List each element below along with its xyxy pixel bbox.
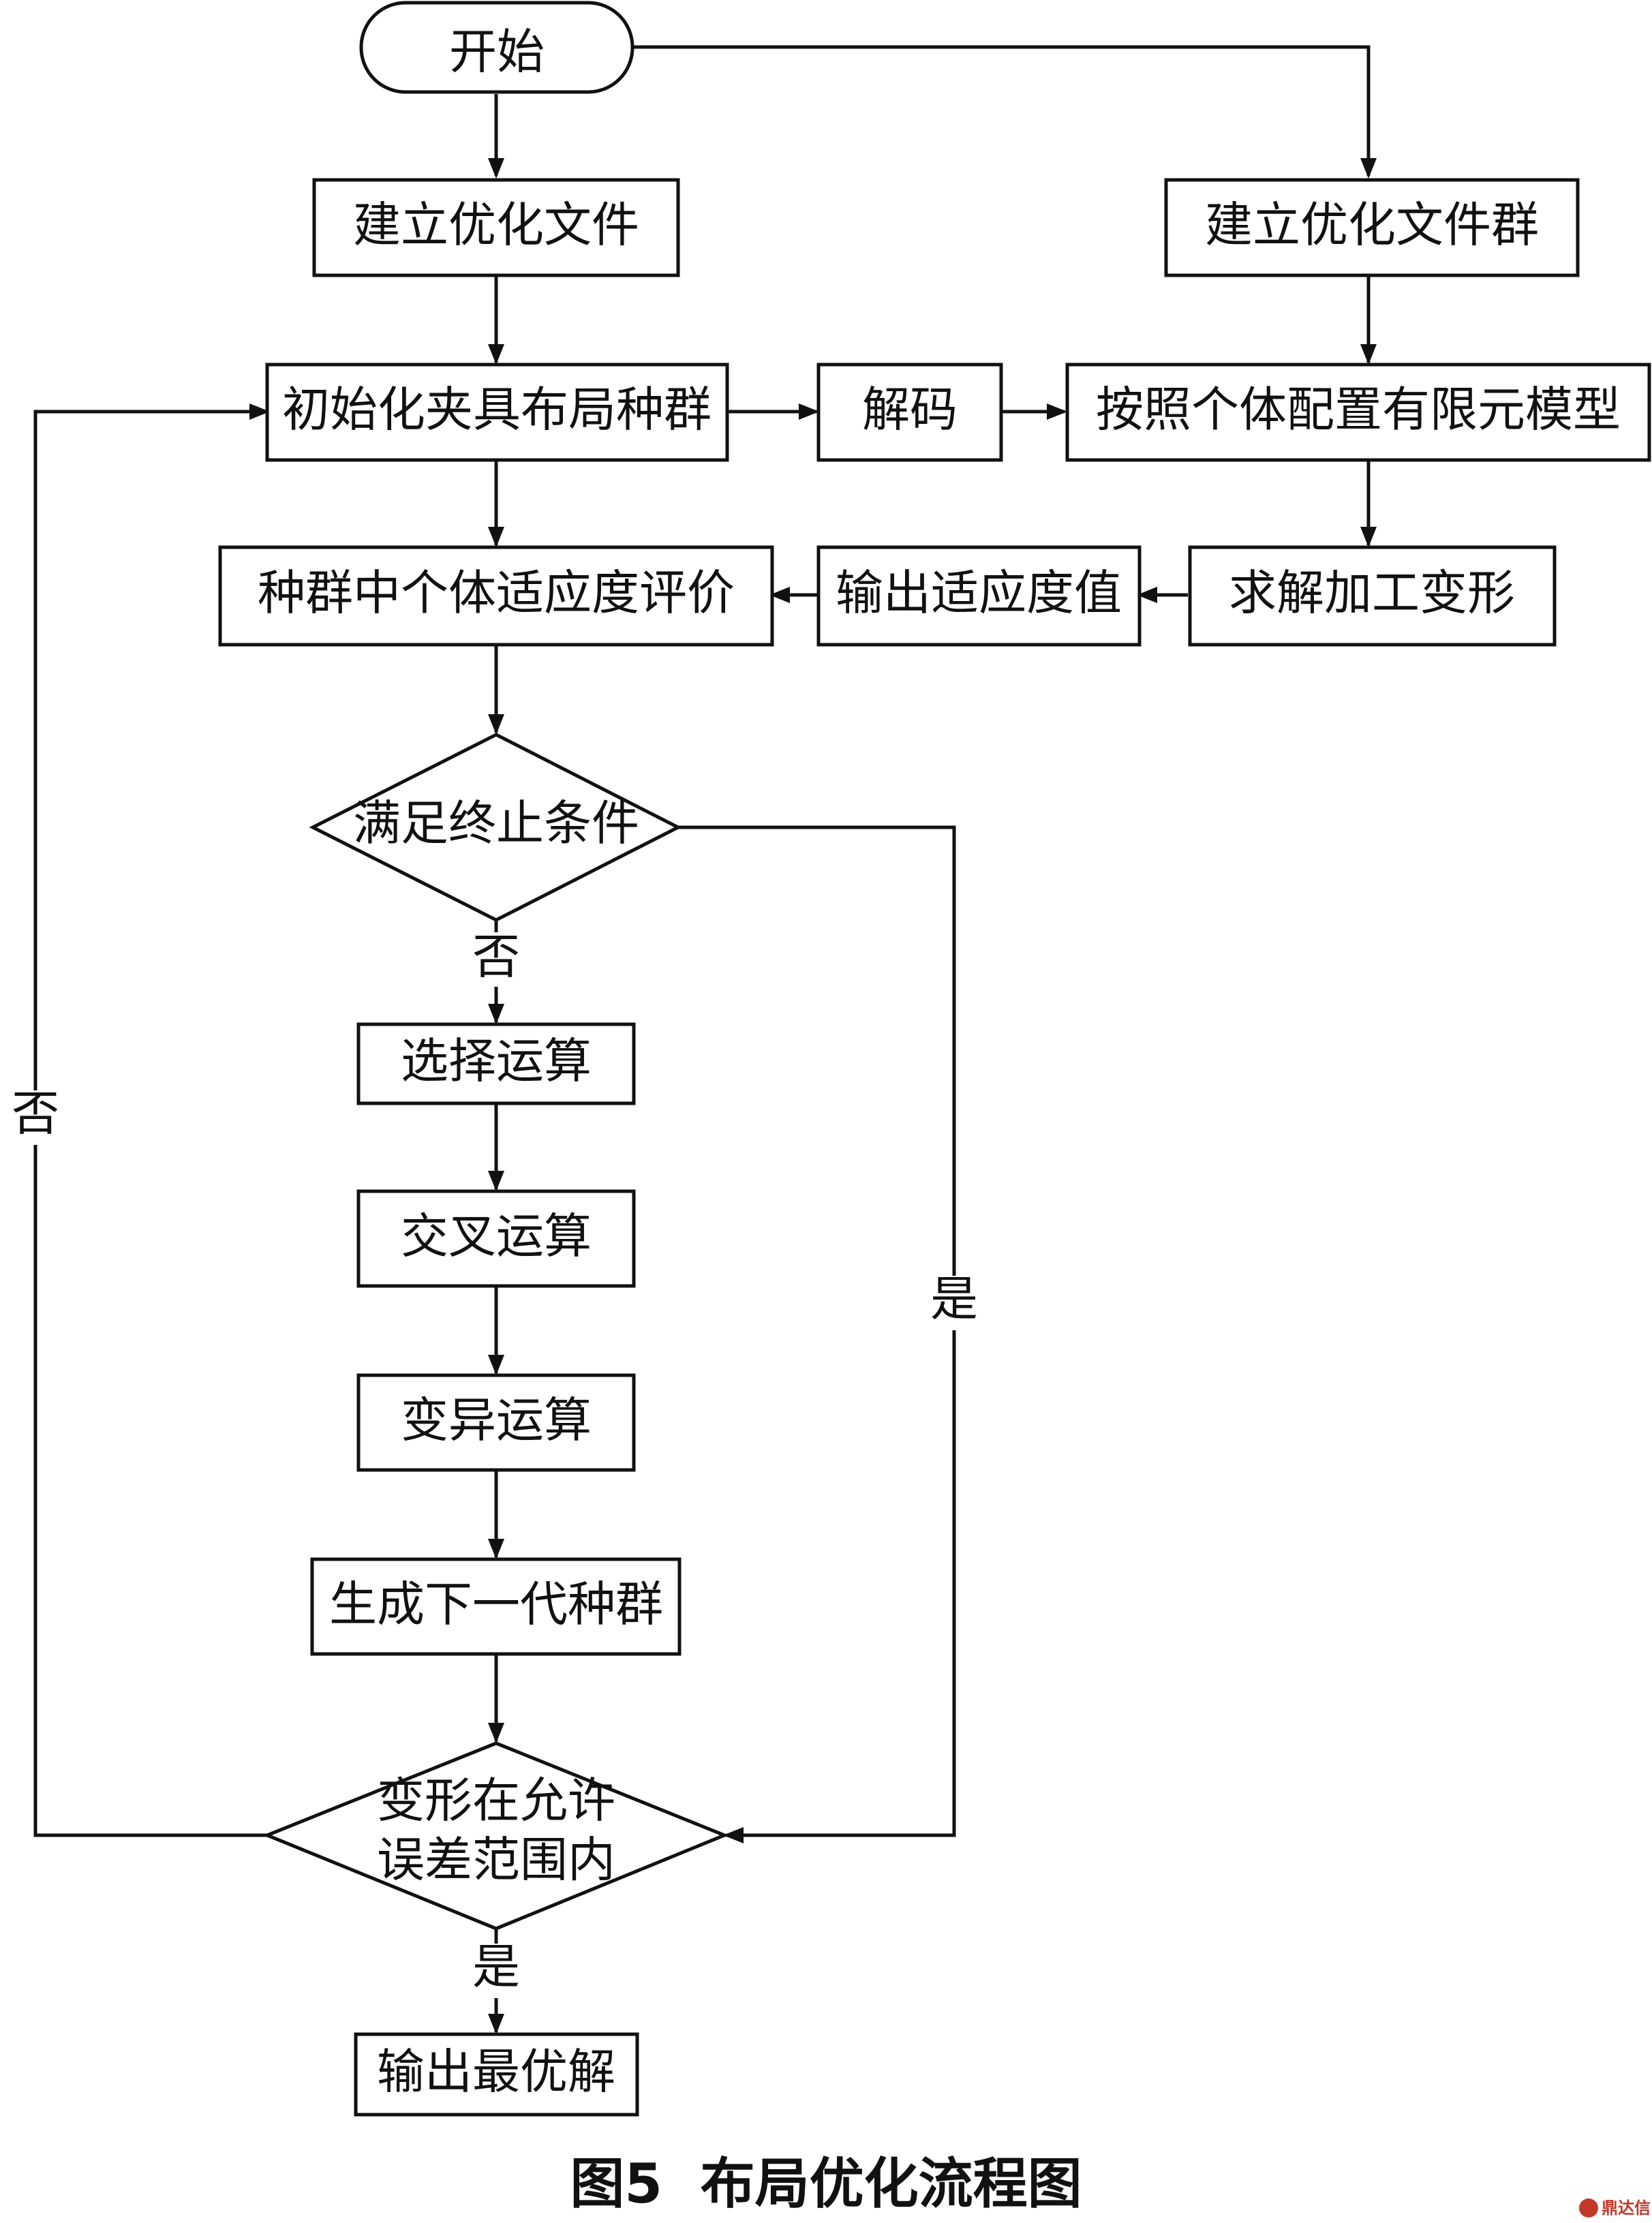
arrowhead <box>488 1355 504 1375</box>
arrowhead <box>488 158 504 179</box>
node-output-best-label: 输出最优解 <box>377 2044 615 2100</box>
arrowhead <box>799 403 819 420</box>
watermark-logo: 鼎达信 <box>1579 2198 1651 2218</box>
node-stop-condition: 满足终止条件 <box>309 733 682 922</box>
node-crossover-label: 交叉运算 <box>401 1208 592 1264</box>
arrowhead <box>488 527 504 547</box>
node-decode: 解码 <box>816 363 1003 462</box>
arrowheads <box>249 158 1377 2034</box>
node-init-population: 初始化夹具布局种群 <box>265 363 729 462</box>
node-fitness-eval: 种群中个体适应度评价 <box>218 545 774 647</box>
arrowhead <box>488 2014 504 2034</box>
arrowhead <box>488 344 504 365</box>
edge-label-tolerance-yes: 是 <box>472 1939 520 1995</box>
node-stop-condition-label: 满足终止条件 <box>353 795 639 851</box>
node-tolerance-label-line1: 变形在允许 <box>377 1773 615 1828</box>
node-next-generation-label: 生成下一代种群 <box>329 1576 663 1632</box>
node-build-file: 建立优化文件 <box>312 178 680 277</box>
arrowhead <box>488 1723 504 1743</box>
arrowhead <box>1137 587 1157 603</box>
node-start: 开始 <box>359 1 634 94</box>
edge-label-tolerance-no: 否 <box>12 1086 59 1141</box>
edge-stop-yes-to-tolerance <box>678 825 956 1837</box>
node-tolerance: 变形在允许 误差范围内 <box>262 1741 729 1931</box>
node-fem-model-label: 按照个体配置有限元模型 <box>1096 382 1621 438</box>
arrowhead <box>488 1004 504 1024</box>
node-solve-deformation-label: 求解加工变形 <box>1229 565 1515 621</box>
edge-labels: 否 是 否 是 <box>10 929 980 1998</box>
arrowhead <box>488 1171 504 1191</box>
figure-caption: 图5 布局优化流程图 <box>570 2152 1082 2216</box>
node-fem-model: 按照个体配置有限元模型 <box>1065 363 1651 462</box>
node-mutation-label: 变异运算 <box>401 1392 592 1448</box>
arrowhead <box>769 587 790 603</box>
arrowhead <box>1047 403 1067 420</box>
edge-start-to-build-file-group <box>632 45 1371 176</box>
node-decode-label: 解码 <box>862 382 958 438</box>
edge-label-stop-no: 否 <box>472 929 520 985</box>
arrowhead <box>1360 527 1377 547</box>
connectors <box>33 45 1371 2032</box>
node-solve-deformation: 求解加工变形 <box>1188 545 1557 647</box>
arrowhead <box>723 1827 744 1843</box>
node-init-population-label: 初始化夹具布局种群 <box>282 382 712 438</box>
node-next-generation: 生成下一代种群 <box>310 1557 682 1656</box>
node-build-file-group-label: 建立优化文件群 <box>1205 197 1539 253</box>
node-output-fitness: 输出适应度值 <box>816 545 1142 647</box>
node-crossover: 交叉运算 <box>356 1189 636 1288</box>
arrowhead <box>249 403 270 420</box>
node-output-fitness-label: 输出适应度值 <box>836 565 1122 621</box>
arrowhead <box>1360 344 1377 365</box>
watermark-text: 鼎达信 <box>1602 2198 1651 2218</box>
edge-label-stop-yes: 是 <box>930 1271 978 1327</box>
node-tolerance-label-line2: 误差范围内 <box>377 1832 615 1888</box>
node-output-best: 输出最优解 <box>354 2032 639 2117</box>
node-mutation: 变异运算 <box>356 1373 636 1472</box>
node-start-label: 开始 <box>449 24 545 80</box>
arrowhead <box>1360 158 1377 179</box>
node-selection: 选择运算 <box>356 1022 636 1105</box>
node-selection-label: 选择运算 <box>401 1033 592 1089</box>
node-fitness-eval-label: 种群中个体适应度评价 <box>258 565 735 621</box>
node-build-file-group: 建立优化文件群 <box>1164 178 1580 277</box>
node-build-file-label: 建立优化文件 <box>353 197 639 253</box>
arrowhead <box>488 1539 504 1559</box>
arrowhead <box>488 714 504 735</box>
